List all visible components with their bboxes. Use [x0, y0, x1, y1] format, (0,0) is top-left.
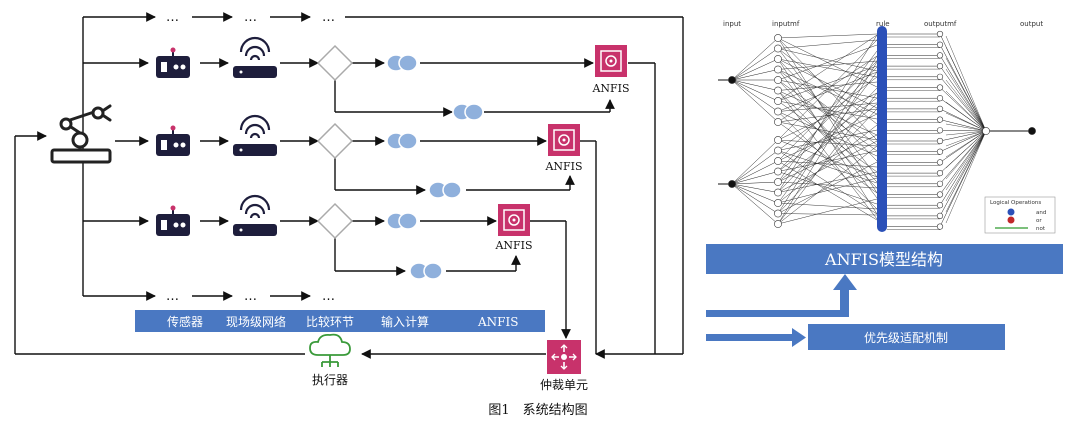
arbiter-icon	[547, 340, 581, 374]
link-icon	[428, 181, 462, 199]
ellipsis: …	[322, 10, 335, 25]
ellipsis: …	[166, 10, 179, 25]
wifi-router-icon	[233, 194, 277, 236]
inputmf-node	[774, 118, 782, 126]
executor-label: 执行器	[312, 373, 348, 387]
link-icon	[386, 212, 418, 230]
output-node	[982, 127, 990, 135]
robot-arm-icon	[50, 104, 112, 164]
comparison-diamond-icon	[316, 202, 354, 240]
output-terminal-node	[1028, 127, 1036, 135]
ellipsis: …	[244, 10, 257, 25]
inputmf-node	[774, 167, 782, 176]
stage-label-field-network: 现场级网络	[226, 314, 286, 329]
comparison-diamond-icon	[316, 122, 354, 160]
outputmf-node	[936, 30, 944, 38]
priority-mechanism-title: 优先级适配机制	[864, 331, 948, 345]
comparison-diamond-icon	[316, 44, 354, 82]
anfis-label: ANFIS	[591, 82, 629, 95]
outputmf-node	[936, 137, 944, 145]
sensor-icon	[156, 125, 190, 156]
stage-label-comparison: 比较环节	[306, 314, 354, 329]
link-icon	[409, 262, 443, 280]
inputmf-node	[774, 55, 782, 63]
outputmf-node	[936, 170, 944, 177]
ellipsis: …	[244, 289, 257, 304]
inputmf-node	[774, 209, 782, 218]
outputmf-node	[936, 159, 944, 166]
legend-title: Logical Operations	[990, 200, 1041, 206]
signal-wires	[14, 12, 684, 359]
cloud-executor-icon	[309, 333, 351, 367]
ellipsis-dots: … … … … … …	[166, 10, 335, 304]
outputmf-node	[936, 41, 944, 48]
outputmf-node	[936, 116, 944, 123]
legend-item-or: or	[1036, 218, 1042, 224]
priority-mechanism-banner	[808, 324, 1005, 350]
anfis-module-icon	[548, 124, 580, 156]
inputmf-node	[774, 220, 782, 228]
outputmf-node	[936, 84, 944, 91]
outputmf-node	[936, 105, 944, 112]
layer-label-output: output	[1020, 20, 1043, 28]
layer-label-input: input	[723, 20, 741, 28]
sensor-icon	[156, 205, 190, 236]
inputmf-node	[774, 136, 782, 144]
input-node	[728, 76, 736, 84]
outputmf-node	[936, 52, 944, 59]
inputmf-node	[774, 44, 782, 53]
anfis-label: ANFIS	[544, 160, 582, 173]
outputmf-node	[936, 191, 944, 198]
figure-caption: 图1 系统结构图	[488, 403, 587, 418]
ellipsis: …	[322, 289, 335, 304]
outputmf-node	[936, 202, 944, 209]
outputmf-node	[936, 212, 944, 219]
input-node	[728, 180, 736, 188]
outputmf-node	[936, 223, 944, 230]
anfis-module-icon	[498, 204, 530, 236]
stage-label-sensor: 传感器	[167, 314, 203, 329]
legend-item-not: not	[1036, 226, 1046, 232]
rule-layer-bar	[877, 26, 887, 232]
model-structure-title: ANFIS模型结构	[824, 250, 943, 269]
arbiter-label: 仲裁单元	[540, 378, 588, 392]
inputmf-node	[774, 34, 782, 42]
flow-arrows	[706, 274, 857, 347]
layer-label-inputmf: inputmf	[772, 20, 800, 28]
inputmf-node	[774, 97, 782, 105]
inputmf-node	[774, 146, 782, 155]
inputmf-node	[774, 157, 782, 165]
stage-label-anfis: ANFIS	[477, 315, 518, 329]
stage-label-input-calc: 输入计算	[381, 314, 429, 329]
outputmf-node	[936, 148, 944, 155]
sensor-icon	[156, 47, 190, 78]
layer-label-outputmf: outputmf	[924, 20, 957, 28]
inputmf-node	[774, 178, 782, 186]
wifi-router-icon	[233, 36, 277, 78]
logic-legend: Logical Operations and or not	[984, 196, 1056, 234]
inputmf-node	[774, 86, 782, 95]
inputmf-node	[774, 188, 782, 197]
ellipsis: …	[166, 289, 179, 304]
anfis-label: ANFIS	[494, 239, 532, 252]
layer-label-rule: rule	[876, 20, 890, 28]
stage-label-bar	[135, 310, 545, 332]
link-icon	[386, 54, 418, 72]
inputmf-node	[774, 107, 782, 116]
link-icon	[452, 103, 484, 121]
model-structure-banner	[706, 244, 1063, 274]
inputmf-node	[774, 65, 782, 74]
outputmf-node	[936, 180, 944, 187]
outputmf-node	[936, 62, 944, 70]
legend-item-and: and	[1036, 210, 1046, 216]
inputmf-node	[774, 199, 782, 207]
outputmf-node	[936, 127, 944, 134]
anfis-module-icon	[595, 45, 627, 77]
wifi-router-icon	[233, 114, 277, 156]
outputmf-node	[936, 95, 944, 102]
outputmf-node	[936, 73, 944, 80]
inputmf-node	[774, 76, 782, 84]
link-icon	[386, 132, 418, 150]
